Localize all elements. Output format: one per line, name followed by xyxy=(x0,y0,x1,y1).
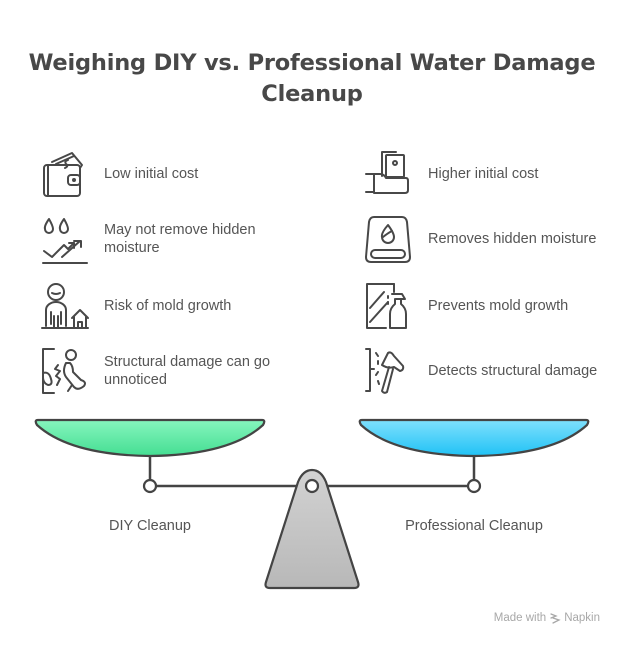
made-with-text: Made with xyxy=(493,612,547,624)
water-drops-trend-icon xyxy=(42,218,88,264)
right-pan-label: Professional Cleanup xyxy=(405,518,543,534)
right-item-label: Detects structural damage xyxy=(428,363,598,379)
fulcrum-stand xyxy=(264,468,360,590)
hand-holding-money-icon xyxy=(365,151,409,194)
left-item-label: May not remove hidden moisture xyxy=(104,222,256,256)
right-item-label: Prevents mold growth xyxy=(428,298,569,314)
right-item-label: Higher initial cost xyxy=(428,166,539,182)
napkin-logo-icon xyxy=(550,613,561,624)
person-house-mold-icon xyxy=(41,283,89,329)
person-cracked-wall-icon xyxy=(42,348,86,394)
left-item: Low initial cost xyxy=(38,148,298,200)
napkin-brand-text: Napkin xyxy=(564,612,600,624)
right-item: Detects structural damage xyxy=(362,345,622,397)
left-item-label: Structural damage can go unnoticed xyxy=(104,354,271,388)
left-item: Structural damage can go unnoticed xyxy=(38,345,298,397)
left-item: Risk of mold growth xyxy=(38,280,298,332)
right-item-label: Removes hidden moisture xyxy=(428,231,597,247)
right-pan xyxy=(358,418,590,458)
hammer-wall-icon xyxy=(365,348,405,394)
right-item: Higher initial cost xyxy=(362,148,622,200)
left-item: May not remove hidden moisture xyxy=(38,213,298,265)
left-item-label: Low initial cost xyxy=(104,166,199,182)
window-spray-bottle-icon xyxy=(366,283,407,329)
fulcrum-pivot xyxy=(304,478,320,494)
left-pan xyxy=(34,418,266,458)
wallet-money-icon xyxy=(43,152,83,197)
left-item-label: Risk of mold growth xyxy=(104,298,232,314)
right-item: Removes hidden moisture xyxy=(362,213,622,265)
right-item: Prevents mold growth xyxy=(362,280,622,332)
footer-attribution: Made with Napkin xyxy=(494,612,600,624)
right-pivot xyxy=(466,478,482,494)
page-title: Weighing DIY vs. Professional Water Dama… xyxy=(28,50,596,107)
left-pan-label: DIY Cleanup xyxy=(109,518,191,534)
moisture-sensor-icon xyxy=(365,216,411,263)
left-pivot xyxy=(142,478,158,494)
